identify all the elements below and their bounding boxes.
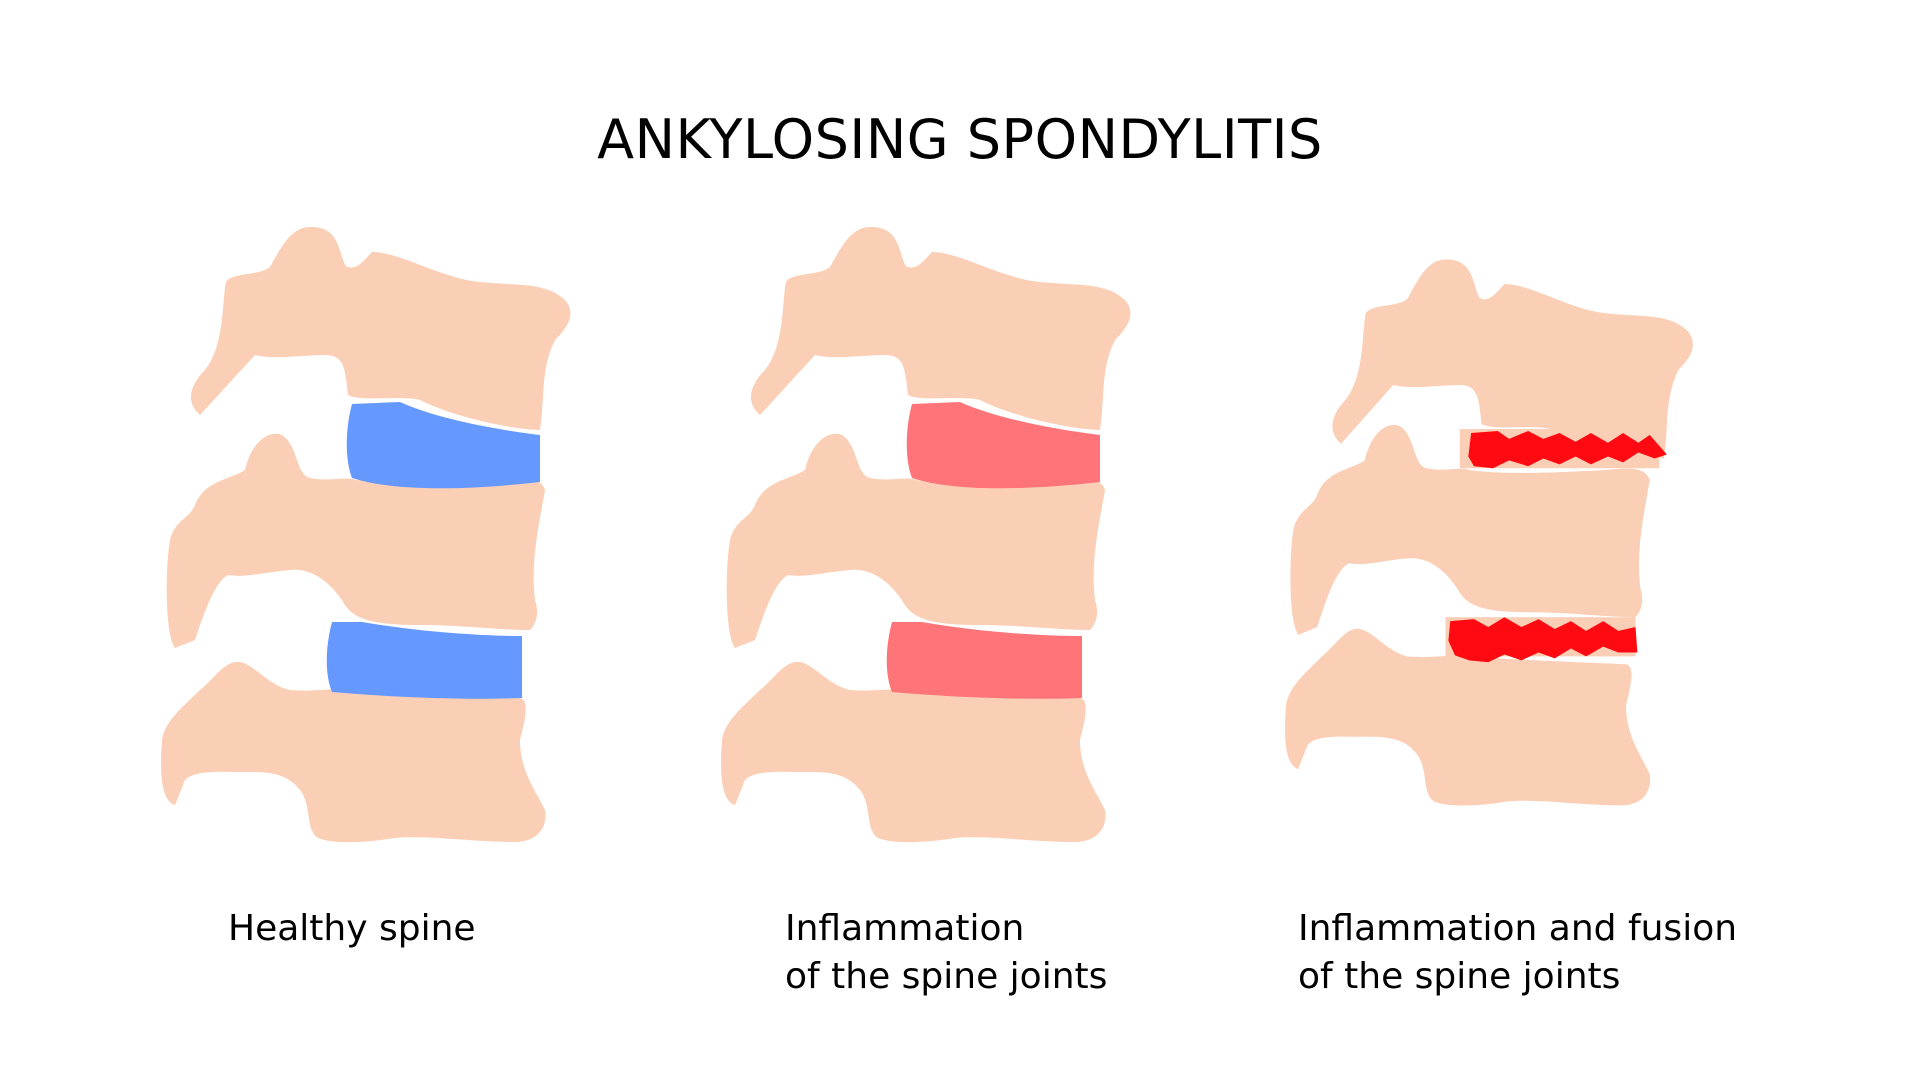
caption-line: of the spine joints — [785, 956, 1108, 997]
diagram-title: ANKYLOSING SPONDYLITIS — [597, 108, 1323, 171]
panel-healthy-spine — [161, 226, 571, 843]
caption-line: Inflammation and fusion — [1298, 908, 1738, 949]
caption-inflamed-spine: Inflammation of the spine joints — [785, 905, 1107, 1001]
caption-line: of the spine joints — [1298, 956, 1621, 997]
healthy-disc-lower — [326, 622, 522, 699]
caption-line: Inflammation — [785, 908, 1025, 949]
caption-line: Healthy spine — [228, 908, 476, 949]
upper-vertebra — [190, 226, 571, 430]
caption-healthy-spine: Healthy spine — [228, 905, 476, 953]
upper-vertebra — [750, 226, 1131, 430]
panel-inflamed-spine — [721, 226, 1131, 843]
caption-fused-spine: Inflammation and fusion of the spine joi… — [1298, 905, 1737, 1001]
panel-fused-spine — [1285, 259, 1693, 806]
inflamed-disc-lower — [886, 622, 1082, 699]
